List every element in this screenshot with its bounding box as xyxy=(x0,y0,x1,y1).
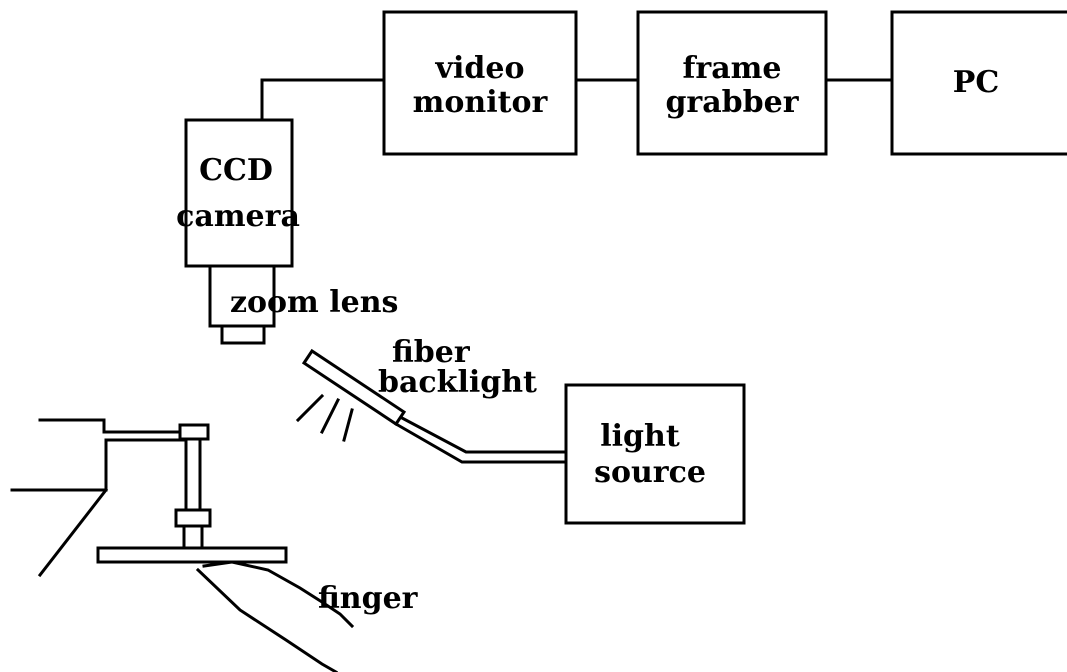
light-source-label-line2: source xyxy=(594,455,706,490)
video-monitor-label-line1: video xyxy=(435,51,525,86)
ccd-camera-label-line2: camera xyxy=(176,199,300,234)
fiber-backlight-label-line1: fiber xyxy=(392,335,471,370)
finger-outline-top xyxy=(202,560,355,629)
pc-block: PC xyxy=(890,10,1067,156)
camera-to-monitor-cable xyxy=(260,78,386,122)
fiber-backlight-head xyxy=(301,348,407,427)
frame-grabber-label-line2: grabber xyxy=(665,85,799,120)
light-source-box xyxy=(564,383,746,525)
ccd-camera-label-line1: CCD xyxy=(199,153,273,188)
frame-grabber-block: frame grabber xyxy=(636,10,828,156)
ccd-camera-block: CCD camera xyxy=(176,118,300,268)
fiber-cable-lower xyxy=(393,421,568,464)
video-monitor-label-line2: monitor xyxy=(413,85,549,120)
frame-grabber-box xyxy=(636,10,828,156)
pc-box xyxy=(890,10,1067,156)
pc-label: PC xyxy=(953,65,999,100)
zoom-lens-label: zoom lens xyxy=(230,285,398,320)
stand-frame-diagonal xyxy=(37,487,109,578)
light-source-label-line1: light xyxy=(600,419,680,454)
stand-top-bracket xyxy=(178,423,210,441)
finger-plate xyxy=(96,546,288,564)
signal-connectors xyxy=(260,78,894,122)
stand-clamp xyxy=(174,508,212,528)
light-ray-1 xyxy=(295,393,325,423)
light-source-block: light source xyxy=(564,383,746,525)
fiber-backlight: fiber backlight xyxy=(295,335,568,464)
finger-outline-bottom xyxy=(195,567,339,672)
finger-label: finger xyxy=(318,581,419,616)
finger-holder-stand xyxy=(10,418,288,578)
light-ray-2 xyxy=(319,397,341,435)
light-ray-3 xyxy=(342,408,354,442)
stand-frame-upper xyxy=(38,418,187,434)
fiber-cable-upper xyxy=(399,415,568,454)
ccd-camera-box xyxy=(184,118,294,268)
zoom-lens: zoom lens xyxy=(208,264,398,345)
frame-grabber-label-line1: frame xyxy=(683,51,782,86)
video-monitor-box xyxy=(382,10,578,156)
fiber-backlight-label-line2: backlight xyxy=(378,365,537,400)
video-monitor-block: video monitor xyxy=(382,10,578,156)
zoom-lens-body xyxy=(208,264,276,328)
zoom-lens-tip xyxy=(220,324,266,345)
finger: finger xyxy=(195,560,419,672)
